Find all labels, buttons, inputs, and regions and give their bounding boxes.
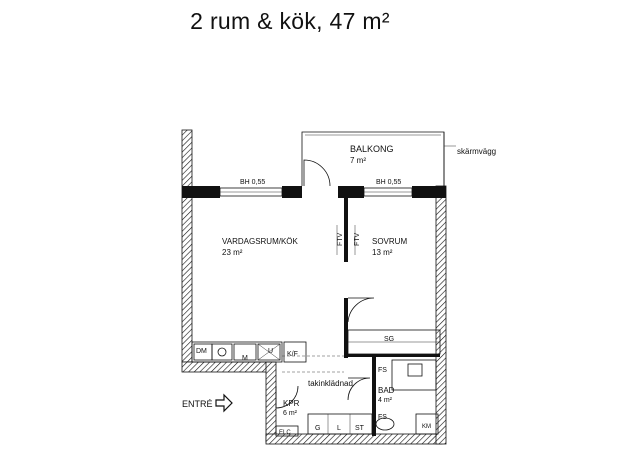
east-wall [435,185,447,445]
room-area-kpr: 6 m² [283,410,298,417]
label-dm: DM [196,348,207,355]
balcony [301,131,456,188]
label-ftv-right: FTV [354,232,361,246]
south-wall [265,433,443,445]
label-ftv-left: FTV [337,232,344,246]
label-kf: K/F [287,351,298,358]
label-st: ST [355,425,365,432]
label-m: M [242,355,248,362]
room-name-kpr: KPR [283,399,300,408]
west-wall [181,129,193,363]
label-fs-top: FS [378,367,387,374]
label-elc: ELC [279,430,291,436]
label-skarmvagg: skärmvägg [457,147,496,156]
room-name-balkong: BALKONG [350,144,394,154]
room-area-bad: 4 m² [378,397,393,404]
label-fs-bottom: FS [378,414,387,421]
label-takinkladnad: takinklädnad [308,379,353,388]
room-name-vardagsrum: VARDAGSRUM/KÖK [222,237,299,246]
label-sg: SG [384,336,394,343]
label-g: G [315,425,320,432]
room-area-balkong: 7 m² [350,156,366,165]
label-km: KM [422,424,431,430]
label-u: U [268,348,273,355]
room-area-sovrum: 13 m² [372,248,393,257]
south-west-wall [181,361,275,373]
interior-walls [191,198,441,437]
entrance-arrow-icon [215,393,233,413]
label-entre: ENTRÉ [182,399,213,409]
plan-title: 2 rum & kök, 47 m² [190,8,390,34]
entrance-west-wall [265,361,277,443]
label-l: L [337,425,341,432]
north-wall [182,186,446,198]
room-name-bad: BAD [378,386,395,395]
label-bh-left: BH 0,55 [240,179,265,186]
exterior-walls [181,129,447,445]
room-area-vardagsrum: 23 m² [222,248,243,257]
room-name-sovrum: SOVRUM [372,237,407,246]
label-bh-right: BH 0,55 [376,179,401,186]
